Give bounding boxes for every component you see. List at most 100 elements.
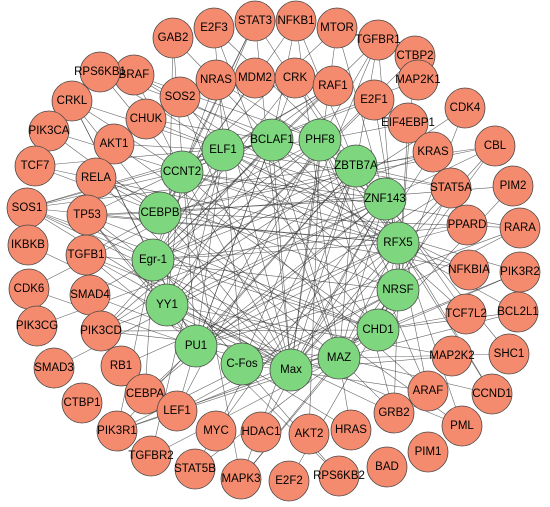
node-rfx5: RFX5	[376, 221, 420, 265]
node-label-pik3cd: PIK3CD	[80, 325, 122, 337]
node-label-shc1: SHC1	[494, 348, 525, 360]
node-label-crkl: CRKL	[57, 95, 88, 107]
node-nras: NRAS	[195, 59, 237, 101]
edge-rfx5-e2f1	[373, 99, 399, 244]
node-tgfbr2: TGFBR2	[128, 435, 174, 477]
node-label-tgfbr2: TGFBR2	[128, 450, 173, 462]
node-elf1: ELF1	[201, 128, 245, 172]
node-circle-kras	[412, 131, 454, 173]
node-rps6kb1: RPS6KB1	[74, 51, 126, 93]
node-label-cebpb: CEBPB	[141, 207, 180, 219]
node-circle-pu1	[174, 324, 218, 368]
node-circle-akt1	[93, 123, 135, 165]
node-tcf7l2: TCF7L2	[445, 293, 487, 335]
node-circle-eif4ebp1	[387, 102, 429, 144]
node-rb1: RB1	[100, 345, 142, 387]
node-label-tp53: TP53	[73, 209, 101, 221]
node-stat5b: STAT5B	[174, 448, 216, 490]
edge-phf8-max	[290, 139, 321, 371]
edge-zbtb7a-egr-1	[152, 165, 357, 261]
edge-ccnt2-araf	[181, 171, 429, 392]
node-cdk6: CDK6	[8, 268, 50, 310]
edge-phf8-nrsf	[319, 139, 399, 291]
edge-phf8-pik3cd	[100, 139, 321, 332]
node-label-pu1: PU1	[185, 340, 207, 352]
node-nfkb1: NFKB1	[275, 0, 317, 42]
node-circle-stat3	[234, 0, 276, 42]
node-label-rps6kb2: RPS6KB2	[313, 470, 365, 482]
node-bad: BAD	[366, 446, 408, 488]
node-akt1: AKT1	[93, 123, 135, 165]
edge-max-nras	[215, 79, 292, 371]
node-label-cdk4: CDK4	[450, 102, 481, 114]
node-label-nfkbia: NFKBIA	[448, 264, 490, 276]
node-tcf7: TCF7	[14, 145, 56, 187]
node-circle-e2f2	[268, 460, 310, 502]
node-label-bclaf1: BCLAF1	[250, 134, 293, 146]
node-label-tgfb1: TGFB1	[67, 249, 104, 261]
node-circle-pik3ca	[28, 110, 70, 152]
node-circle-smad3	[33, 347, 75, 389]
node-circle-ppard	[446, 204, 488, 246]
edge-cebpb-nfkbia	[159, 212, 470, 271]
edge-maz-shc1	[338, 353, 510, 359]
node-label-stat5b: STAT5B	[174, 463, 216, 475]
edge-znf143-pu1	[195, 198, 386, 347]
node-pik3ca: PIK3CA	[28, 110, 70, 152]
node-label-tcf7: TCF7	[21, 160, 50, 172]
node-circle-pml	[441, 405, 483, 447]
node-circle-rara	[499, 207, 541, 249]
edge-max-pik3r1	[116, 369, 292, 432]
node-label-gab2: GAB2	[158, 32, 189, 44]
edge-max-tp53	[86, 214, 292, 371]
node-nfkbia: NFKBIA	[448, 249, 490, 291]
node-label-mapk3: MAPK3	[222, 473, 261, 485]
node-circle-pik3cg	[16, 305, 58, 347]
node-label-chuk: CHUK	[130, 113, 163, 125]
node-circle-pim1	[407, 431, 449, 473]
edge-ccnt2-znf143	[181, 171, 386, 200]
node-circle-pik3r1	[96, 410, 138, 452]
node-circle-tcf7	[14, 145, 56, 187]
node-circle-rps6kb2	[318, 455, 360, 497]
node-label-znf143: ZNF143	[364, 193, 406, 205]
node-label-smad3: SMAD3	[34, 362, 74, 374]
node-circle-chuk	[125, 98, 167, 140]
node-label-e2f1: E2F1	[360, 94, 388, 106]
node-label-map2k2: MAP2K2	[429, 350, 474, 362]
node-rela: RELA	[75, 157, 117, 199]
node-label-yy1: YY1	[156, 299, 178, 311]
node-chuk: CHUK	[125, 98, 167, 140]
node-ppard: PPARD	[446, 204, 488, 246]
node-label-sos2: SOS2	[165, 91, 196, 103]
node-circle-yy1	[145, 283, 189, 327]
node-circle-hdac1	[240, 411, 282, 453]
node-circle-nfkb1	[275, 0, 317, 42]
node-circle-cebpb	[138, 191, 182, 235]
edge-egr-1-raf1	[152, 85, 334, 261]
node-circle-cdk4	[444, 87, 486, 129]
node-pik3cg: PIK3CG	[16, 305, 58, 347]
node-label-akt2: AKT2	[295, 428, 324, 440]
node-ccnd1: CCND1	[471, 373, 513, 415]
edge-elf1-nrsf	[222, 149, 399, 291]
node-label-araf: ARAF	[413, 385, 444, 397]
node-hdac1: HDAC1	[240, 411, 282, 453]
edge-rfx5-c-fos	[241, 242, 399, 365]
node-bclaf1: BCLAF1	[250, 118, 294, 162]
node-circle-nfkbia	[448, 249, 490, 291]
node-stat5a: STAT5A	[430, 167, 472, 209]
node-label-cbl: CBL	[484, 140, 507, 152]
edge-phf8-egr-1	[152, 139, 321, 261]
node-label-bad: BAD	[375, 461, 399, 473]
node-circle-shc1	[488, 333, 530, 375]
node-raf1: RAF1	[312, 65, 354, 107]
node-phf8: PHF8	[298, 118, 342, 162]
node-circle-sos2	[159, 76, 201, 118]
node-bcl2l1: BCL2L1	[497, 291, 539, 333]
node-label-elf1: ELF1	[209, 144, 237, 156]
node-label-map2k1: MAP2K1	[395, 74, 440, 86]
edge-rfx5-rb1	[120, 242, 399, 367]
node-e2f2: E2F2	[268, 460, 310, 502]
